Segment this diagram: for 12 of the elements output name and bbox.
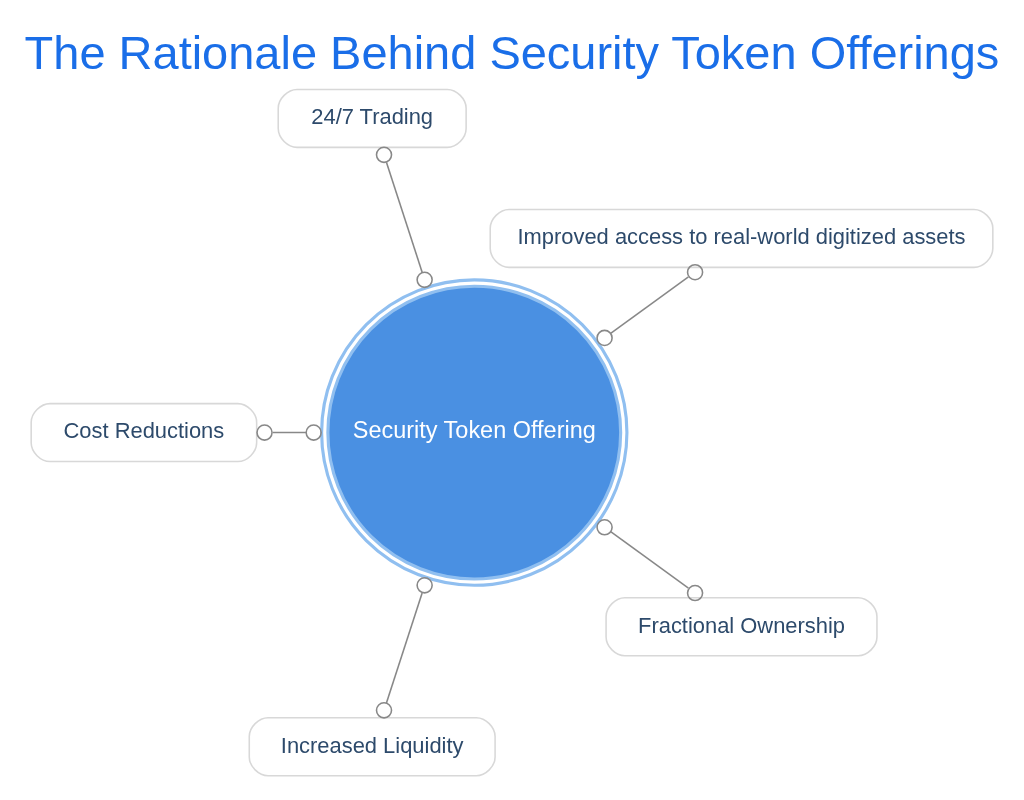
connector xyxy=(375,576,433,719)
connector xyxy=(375,146,433,288)
connector xyxy=(596,263,704,346)
node-box: Cost Reductions xyxy=(30,402,258,462)
connector xyxy=(596,518,704,601)
node-box: 24/7 Trading xyxy=(277,88,467,148)
node-box: Increased Liquidity xyxy=(248,716,496,777)
connector xyxy=(256,423,322,441)
diagram-title: The Rationale Behind Security Token Offerings xyxy=(24,25,1000,79)
node-circle: Security Token Offering xyxy=(320,277,629,587)
node-box: Fractional Ownership xyxy=(605,596,878,657)
node-box: Improved access to real-world digitized assets xyxy=(489,208,994,268)
